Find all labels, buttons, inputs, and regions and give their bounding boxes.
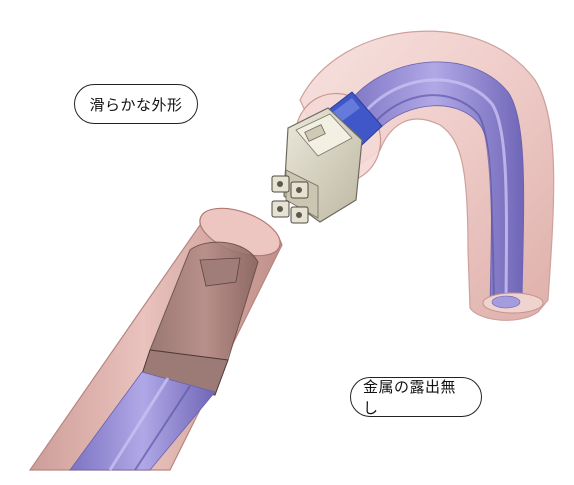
smooth-shape-callout: 滑らかな外形 <box>74 84 198 124</box>
smooth-shape-label: 滑らかな外形 <box>89 94 182 115</box>
no-metal-exposure-label: 金属の露出無し <box>363 376 469 418</box>
no-metal-exposure-callout: 金属の露出無し <box>350 377 482 417</box>
